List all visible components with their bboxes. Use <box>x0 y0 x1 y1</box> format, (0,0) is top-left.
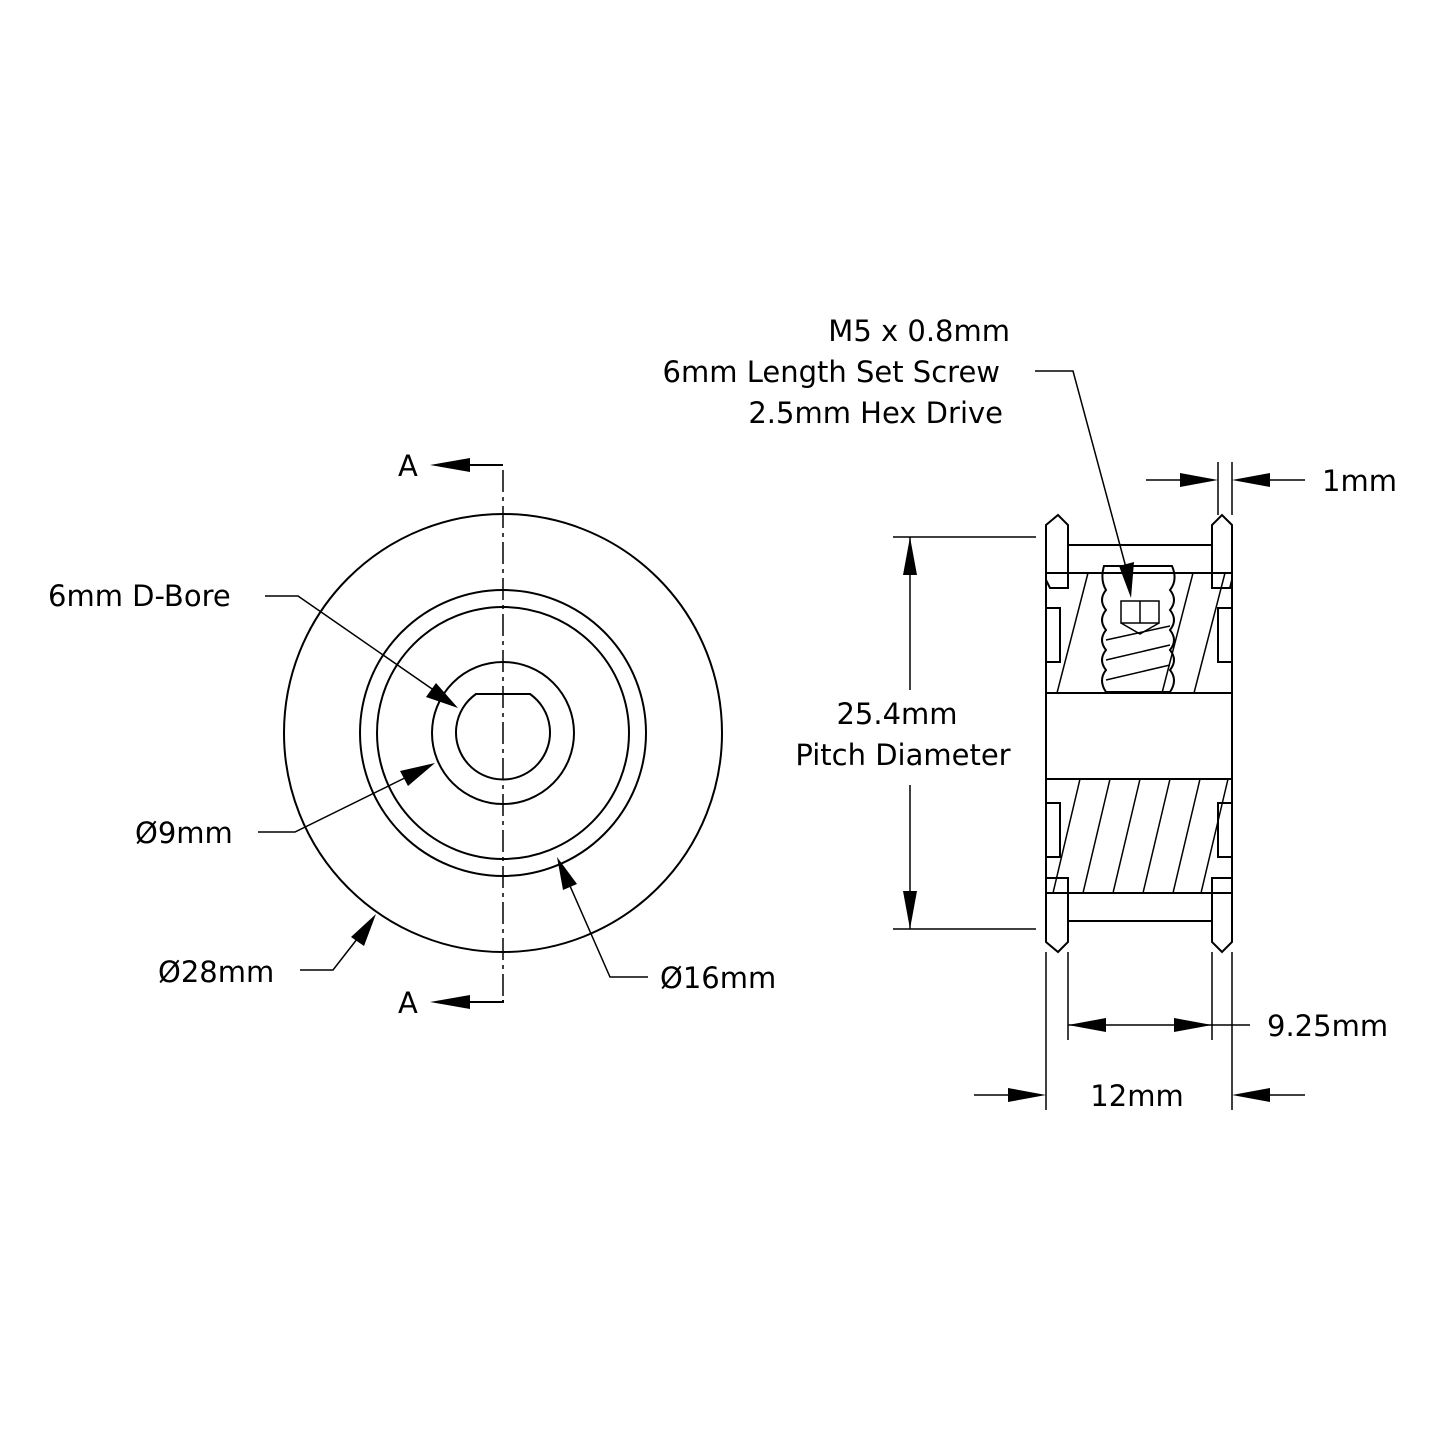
section-label-bottom: A <box>398 986 418 1020</box>
d-bore <box>455 693 551 781</box>
pitch-arrow-bottom <box>903 891 917 929</box>
set-screw <box>1101 565 1176 693</box>
ring-leader <box>562 869 648 978</box>
pitch-arrow-top <box>903 537 917 575</box>
outer-dia-label: Ø28mm <box>158 955 274 989</box>
left-flange-bottom <box>1045 877 1069 954</box>
set-screw-label-2: 6mm Length Set Screw <box>663 355 1000 389</box>
bore-label: 6mm D-Bore <box>48 579 231 613</box>
belt-width-label: 9.25mm <box>1267 1009 1388 1043</box>
right-flange-top <box>1211 513 1233 589</box>
set-screw-label-3: 2.5mm Hex Drive <box>748 396 1003 430</box>
pitch-diameter-label: Pitch Diameter <box>795 738 1010 772</box>
section-label-top: A <box>398 449 418 483</box>
tooth-lines <box>1052 572 1229 894</box>
top-hub <box>1067 544 1213 574</box>
right-flange-bottom <box>1211 877 1233 954</box>
hub-leader <box>258 767 426 833</box>
set-screw-leader <box>1035 370 1129 576</box>
front-view: A A 6mm D-Bore Ø9mm Ø28mm Ø16mm <box>48 449 776 1020</box>
bore-section <box>1045 692 1233 780</box>
pitch-diameter-value: 25.4mm <box>836 697 957 731</box>
flange-thickness-label: 1mm <box>1322 464 1397 498</box>
left-flange-top <box>1045 513 1069 589</box>
set-screw-label-1: M5 x 0.8mm <box>828 314 1010 348</box>
ring-dia-label: Ø16mm <box>660 961 776 995</box>
lower-teeth <box>1045 778 1233 894</box>
bore-leader <box>265 595 449 701</box>
overall-width-label: 12mm <box>1090 1079 1183 1113</box>
hub-dia-label: Ø9mm <box>135 816 233 850</box>
side-view: M5 x 0.8mm 6mm Length Set Screw 2.5mm He… <box>663 314 1397 1113</box>
bottom-hub <box>1067 892 1213 922</box>
